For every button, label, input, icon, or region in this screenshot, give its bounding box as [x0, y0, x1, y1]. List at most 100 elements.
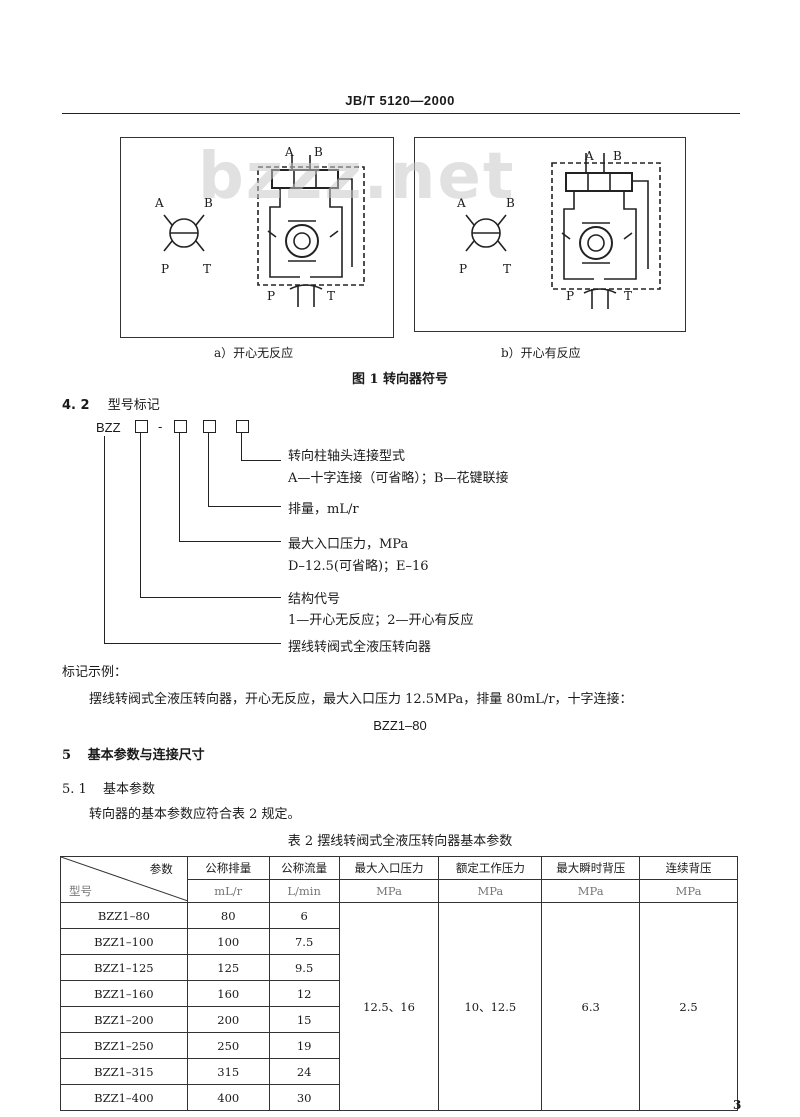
figure-title: 图 1 转向器符号: [351, 372, 449, 387]
bracket-pressure-v: [179, 433, 180, 541]
section-4-2-heading: 4. 2 型号标记: [62, 394, 160, 413]
port-label-b-small-b: B: [506, 196, 515, 210]
figure-a-schematic: [163, 155, 365, 307]
port-label-p-fig-a: P: [267, 289, 276, 303]
cell-flow: 12: [268, 980, 340, 1007]
label-pressure: 最大入口压力，MPa: [288, 537, 409, 552]
table-row: BZZ1–250 250 19: [60, 1032, 738, 1059]
section-title: 型号标记: [107, 398, 160, 413]
port-label-t-fig-a: T: [327, 289, 336, 303]
model-code-prefix: BZZ: [96, 420, 121, 435]
dashed-outline-b: [551, 162, 661, 290]
unit-flow: L/min: [268, 879, 340, 903]
code-slot-displacement: [203, 420, 216, 433]
label-structure: 结构代号: [288, 592, 341, 607]
figure-b-caption: b）开心有反应: [501, 346, 581, 360]
port-label-a-fig-b: A: [585, 149, 594, 163]
label-connection-options: A—十字连接（可省略）；B—花键联接: [288, 471, 509, 486]
figure-b-frame: [414, 137, 686, 332]
table-title: 表 2 摆线转阀式全液压转向器基本参数: [287, 834, 513, 849]
cell-model: BZZ1–315: [60, 1058, 188, 1085]
page-number: 3: [733, 1098, 742, 1112]
bracket-structure-h: [140, 597, 281, 598]
header-rated: 额定工作压力: [438, 856, 543, 880]
figure-b-schematic: [465, 153, 661, 309]
example-label: 标记示例：: [62, 665, 128, 680]
bracket-type-v: [104, 436, 105, 643]
code-slot-pressure: [174, 420, 187, 433]
header-rule: [62, 113, 740, 114]
header-flow: 公称流量: [268, 856, 340, 880]
cell-displacement: 400: [186, 1084, 270, 1111]
example-text: 摆线转阀式全液压转向器，开心无反应，最大入口压力 12.5MPa，排量 80mL…: [89, 692, 633, 707]
unit-max-back: MPa: [541, 879, 641, 903]
code-dash: -: [158, 419, 163, 434]
label-connection: 转向柱轴头连接型式: [288, 449, 406, 464]
cell-displacement: 125: [186, 954, 270, 981]
table-row: BZZ1–400 400 30: [60, 1084, 738, 1111]
table-row: BZZ1–125 125 9.5: [60, 954, 738, 981]
cell-displacement: 250: [186, 1032, 270, 1059]
port-label-t-small-a: T: [203, 262, 212, 276]
section-title: 基本参数: [102, 782, 155, 797]
code-slot-connection: [236, 420, 249, 433]
label-displacement: 排量，mL/r: [288, 502, 359, 517]
watermark: bzzz.net: [198, 140, 516, 214]
table-row: BZZ1–100 100 7.5: [60, 928, 738, 955]
section-number: 4. 2: [62, 398, 90, 413]
section-number: 5. 1: [62, 782, 87, 797]
corner-model-label: 型号: [69, 884, 92, 898]
corner-parameter-label: 参数: [149, 862, 173, 876]
port-label-t-fig-b: T: [624, 289, 633, 303]
section-number: 5: [62, 748, 72, 763]
bracket-displacement-h: [208, 506, 281, 507]
port-label-p-small-a: P: [161, 262, 170, 276]
unit-cont-back: MPa: [639, 879, 738, 903]
cell-flow: 9.5: [268, 954, 340, 981]
cell-displacement: 160: [186, 980, 270, 1007]
cell-model: BZZ1–200: [60, 1006, 188, 1033]
cell-cont-back: 2.5: [639, 902, 738, 1111]
cell-model: BZZ1–80: [60, 902, 188, 929]
port-label-t-small-b: T: [503, 262, 512, 276]
code-slot-structure: [135, 420, 148, 433]
cell-flow: 19: [268, 1032, 340, 1059]
cell-model: BZZ1–125: [60, 954, 188, 981]
port-label-a-small-a: A: [155, 196, 164, 210]
standard-code-header: JB/T 5120—2000: [345, 93, 455, 108]
bracket-pressure-h: [179, 541, 281, 542]
header-cont-back: 连续背压: [639, 856, 738, 880]
header-displacement: 公称排量: [186, 856, 270, 880]
section-5-1-heading: 5. 1 基本参数: [62, 778, 155, 797]
table-corner-cell: 参数 型号: [60, 856, 188, 903]
cell-flow: 30: [268, 1084, 340, 1111]
bracket-connection-h: [241, 460, 281, 461]
section-5-1-body: 转向器的基本参数应符合表 2 规定。: [89, 807, 301, 822]
cell-flow: 15: [268, 1006, 340, 1033]
label-pressure-options: D–12.5(可省略)；E–16: [288, 559, 429, 574]
port-label-b-small-a: B: [204, 196, 213, 210]
example-code: BZZ1–80: [373, 718, 427, 733]
bracket-type-h: [104, 643, 281, 644]
cell-displacement: 100: [186, 928, 270, 955]
figure-a-caption: a）开心无反应: [214, 346, 294, 360]
label-type: 摆线转阀式全液压转向器: [288, 640, 432, 655]
section-title: 基本参数与连接尺寸: [87, 748, 205, 763]
cell-displacement: 315: [186, 1058, 270, 1085]
figure-a-frame: [120, 137, 394, 338]
bracket-structure-v: [140, 433, 141, 597]
unit-max-inlet: MPa: [338, 879, 440, 903]
cell-max-inlet: 12.5、16: [338, 902, 440, 1111]
cell-flow: 6: [268, 902, 340, 929]
cell-model: BZZ1–100: [60, 928, 188, 955]
port-label-p-small-b: P: [459, 262, 468, 276]
cell-rated: 10、12.5: [438, 902, 543, 1111]
label-structure-options: 1—开心无反应；2—开心有反应: [288, 613, 474, 628]
parameters-table: 参数 型号 公称排量 公称流量 最大入口压力 额定工作压力 最大瞬时背压 连续背…: [60, 856, 738, 1111]
unit-displacement: mL/r: [186, 879, 270, 903]
cell-model: BZZ1–160: [60, 980, 188, 1007]
section-5-heading: 5 基本参数与连接尺寸: [62, 744, 205, 763]
cell-flow: 7.5: [268, 928, 340, 955]
table-row: BZZ1–80 80 6 12.5、16 10、12.5 6.3 2.5: [60, 902, 738, 1111]
bracket-displacement-v: [208, 433, 209, 506]
